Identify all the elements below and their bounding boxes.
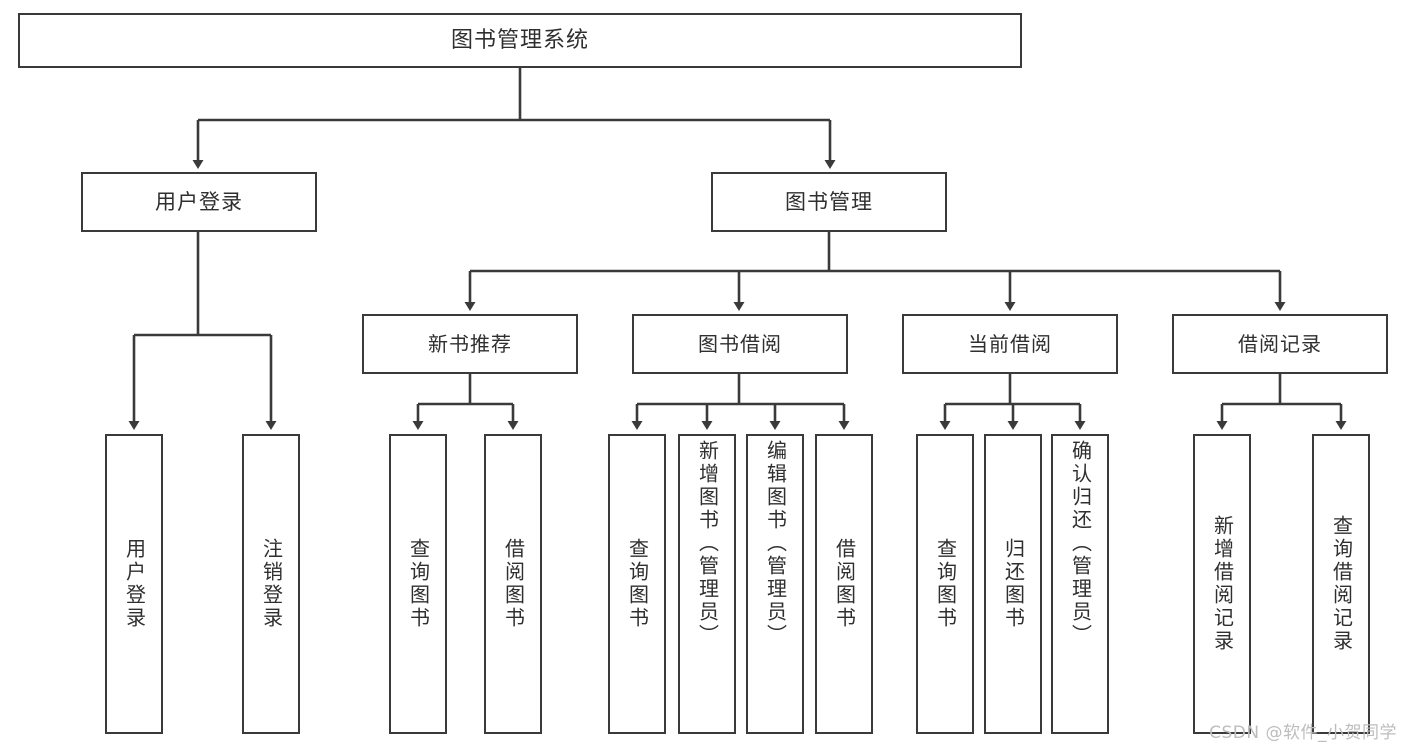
node-leaf-add-borrow-record-label: 新增借阅记录 — [1210, 515, 1235, 653]
node-root-system-label: 图书管理系统 — [450, 27, 589, 53]
node-user-login[interactable]: 用户登录 — [81, 172, 317, 232]
node-user-login-label: 用户登录 — [155, 189, 243, 214]
node-book-management[interactable]: 图书管理 — [711, 172, 947, 232]
node-leaf-return-book[interactable]: 归还图书 — [984, 434, 1042, 734]
node-leaf-query-book-current-label: 查询图书 — [933, 538, 958, 630]
node-leaf-borrow-book-borrow[interactable]: 借阅图书 — [815, 434, 873, 734]
node-leaf-query-borrow-record[interactable]: 查询借阅记录 — [1312, 434, 1370, 734]
node-new-book-recommend[interactable]: 新书推荐 — [362, 314, 578, 374]
node-leaf-logout-login-label: 注销登录 — [259, 538, 284, 630]
node-leaf-confirm-return[interactable]: 确认归还（管理员） — [1051, 434, 1109, 734]
node-leaf-query-book-recommend-label: 查询图书 — [406, 538, 431, 630]
node-current-borrow-label: 当前借阅 — [968, 331, 1052, 356]
node-leaf-add-book-label: 新增图书（管理员） — [695, 440, 720, 647]
node-borrow-record-label: 借阅记录 — [1238, 331, 1322, 356]
node-leaf-borrow-book-recommend[interactable]: 借阅图书 — [484, 434, 542, 734]
node-book-management-label: 图书管理 — [785, 189, 873, 214]
node-leaf-add-borrow-record[interactable]: 新增借阅记录 — [1193, 434, 1251, 734]
node-leaf-user-login-label: 用户登录 — [122, 538, 147, 630]
node-book-borrow[interactable]: 图书借阅 — [632, 314, 848, 374]
node-book-borrow-label: 图书借阅 — [698, 331, 782, 356]
node-leaf-query-book-current[interactable]: 查询图书 — [916, 434, 974, 734]
node-leaf-edit-book-label: 编辑图书（管理员） — [763, 440, 788, 647]
node-leaf-query-book-borrow[interactable]: 查询图书 — [608, 434, 666, 734]
node-leaf-query-book-recommend[interactable]: 查询图书 — [389, 434, 447, 734]
node-borrow-record[interactable]: 借阅记录 — [1172, 314, 1388, 374]
node-leaf-edit-book[interactable]: 编辑图书（管理员） — [746, 434, 804, 734]
node-current-borrow[interactable]: 当前借阅 — [902, 314, 1118, 374]
node-leaf-user-login[interactable]: 用户登录 — [105, 434, 163, 734]
node-leaf-borrow-book-recommend-label: 借阅图书 — [501, 538, 526, 630]
node-leaf-query-borrow-record-label: 查询借阅记录 — [1329, 515, 1354, 653]
node-leaf-borrow-book-borrow-label: 借阅图书 — [832, 538, 857, 630]
node-leaf-logout-login[interactable]: 注销登录 — [242, 434, 300, 734]
node-root-system[interactable]: 图书管理系统 — [18, 13, 1022, 68]
node-new-book-recommend-label: 新书推荐 — [428, 331, 512, 356]
csdn-watermark: CSDN @软件_小贺同学 — [1209, 723, 1397, 743]
node-leaf-add-book[interactable]: 新增图书（管理员） — [678, 434, 736, 734]
node-leaf-confirm-return-label: 确认归还（管理员） — [1068, 440, 1093, 647]
node-leaf-return-book-label: 归还图书 — [1001, 538, 1026, 630]
node-leaf-query-book-borrow-label: 查询图书 — [625, 538, 650, 630]
